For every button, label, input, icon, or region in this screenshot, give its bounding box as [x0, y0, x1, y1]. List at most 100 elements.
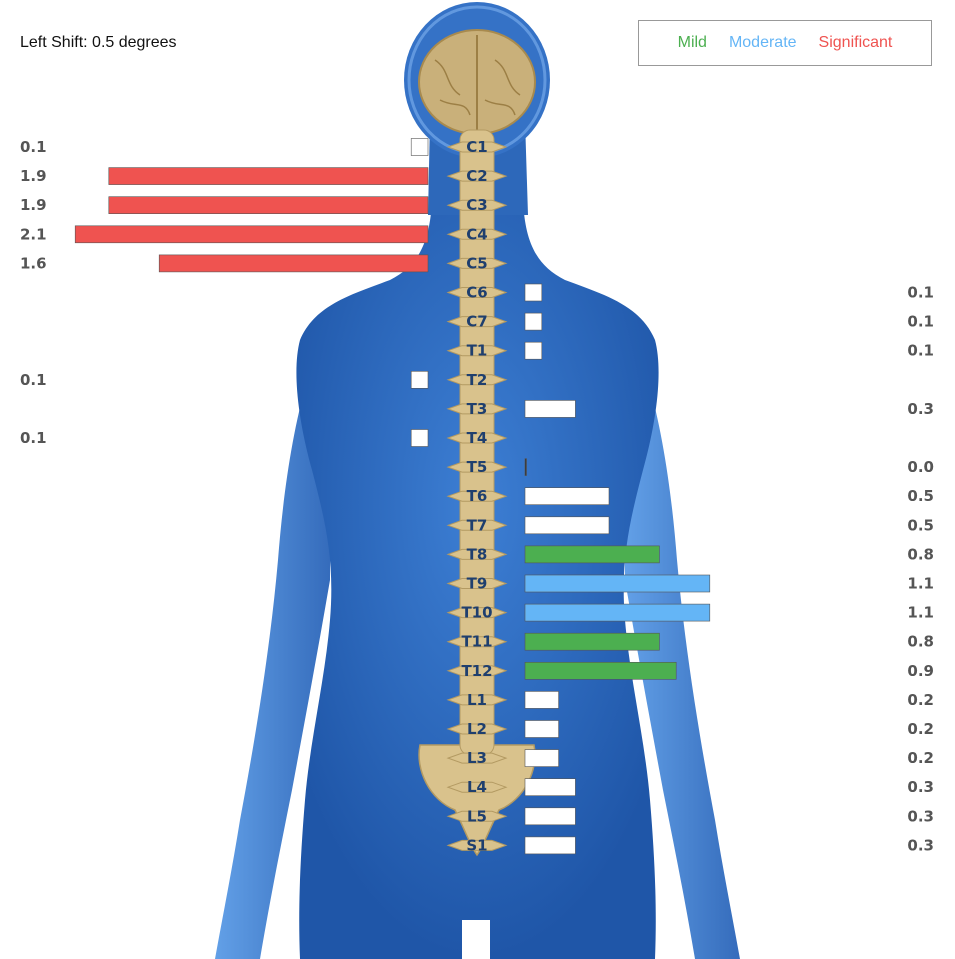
- bar-left-c1: [410, 138, 429, 156]
- bar-right-t11: [524, 632, 660, 651]
- vertebra-s1: [446, 839, 508, 851]
- value-label-right-s1: 0.3: [907, 836, 934, 854]
- value-label-left-c3: 1.9: [20, 196, 47, 214]
- left-arm: [215, 320, 330, 959]
- bar-left-c5: [158, 254, 429, 273]
- vertebrae-processes: [446, 141, 508, 851]
- value-label-right-t7: 0.5: [907, 516, 934, 534]
- right-bars: [524, 283, 711, 855]
- legend-item-mild: Mild: [677, 34, 707, 51]
- value-label-right-t11: 0.8: [907, 633, 934, 651]
- value-label-right-t10: 1.1: [907, 604, 934, 622]
- value-label-left-c4: 2.1: [20, 225, 47, 243]
- legend-item-moderate: Moderate: [728, 34, 797, 51]
- vertebra-label-c7: C7: [466, 313, 487, 331]
- bar-left-t4: [410, 429, 429, 447]
- vertebra-labels: C1C2C3C4C5C6C7T1T2T3T4T5T6T7T8T9T10T11T1…: [461, 138, 492, 854]
- value-label-right-l3: 0.2: [907, 749, 934, 767]
- bar-right-s1: [524, 836, 576, 855]
- value-label-left-c1: 0.1: [20, 138, 47, 156]
- bar-right-l2: [524, 720, 559, 738]
- value-label-right-t6: 0.5: [907, 487, 934, 505]
- vertebra-label-t9: T9: [467, 575, 488, 593]
- bottom-marker: [462, 920, 490, 959]
- bar-right-l5: [524, 807, 576, 826]
- vertebra-c2: [446, 170, 508, 182]
- value-label-right-l4: 0.3: [907, 778, 934, 796]
- vertebra-label-c3: C3: [466, 196, 487, 214]
- vertebra-t5: [446, 461, 508, 473]
- vertebra-t9: [446, 578, 508, 589]
- bar-left-c2: [108, 167, 429, 185]
- bar-right-c7: [524, 312, 543, 331]
- vertebra-label-s1: S1: [466, 836, 487, 854]
- bar-right-t1: [524, 341, 543, 360]
- vertebra-label-l3: L3: [467, 749, 487, 767]
- vertebra-c3: [446, 199, 508, 211]
- vertebra-t4: [446, 432, 508, 444]
- vertebra-c4: [446, 228, 508, 240]
- vertebra-label-c6: C6: [466, 284, 487, 302]
- vertebra-t1: [446, 345, 508, 357]
- bar-right-t7: [524, 516, 610, 535]
- vertebra-t2: [446, 374, 508, 386]
- vertebra-label-l1: L1: [467, 691, 487, 709]
- vertebra-t3: [446, 403, 508, 415]
- vertebra-label-t12: T12: [461, 662, 492, 680]
- value-label-right-c6: 0.1: [907, 284, 934, 302]
- vertebra-label-c1: C1: [466, 138, 487, 156]
- vertebra-label-t11: T11: [461, 633, 492, 651]
- value-label-left-t2: 0.1: [20, 371, 47, 389]
- vertebra-t7: [446, 519, 508, 531]
- bar-right-t12: [524, 661, 677, 680]
- vertebra-c1: [446, 141, 508, 153]
- vertebra-label-t4: T4: [467, 429, 488, 447]
- right-arm: [625, 320, 740, 959]
- bar-left-c4: [74, 225, 429, 244]
- vertebra-label-c2: C2: [466, 167, 487, 185]
- vertebra-c7: [446, 316, 508, 328]
- value-label-right-l2: 0.2: [907, 720, 934, 738]
- vertebra-label-t6: T6: [467, 487, 488, 505]
- vertebra-label-l2: L2: [467, 720, 487, 738]
- vertebra-label-t3: T3: [467, 400, 488, 418]
- vertebra-l5: [446, 810, 508, 822]
- value-label-right-c7: 0.1: [907, 313, 934, 331]
- bar-right-t6: [524, 487, 610, 506]
- legend-item-significant: Significant: [818, 34, 893, 51]
- value-label-left-c2: 1.9: [20, 167, 47, 185]
- bar-right-c6: [524, 283, 543, 302]
- shift-label: Left Shift: 0.5 degrees: [20, 34, 177, 51]
- vertebra-label-l5: L5: [467, 807, 487, 825]
- vertebra-l2: [446, 723, 508, 735]
- vertebra-c6: [446, 287, 508, 298]
- vertebra-l1: [446, 694, 508, 706]
- value-label-right-l1: 0.2: [907, 691, 934, 709]
- vertebra-label-t1: T1: [467, 342, 488, 360]
- bar-right-t10: [524, 603, 711, 622]
- vertebra-t6: [446, 490, 508, 502]
- left-bars: [74, 138, 429, 447]
- value-label-left-c5: 1.6: [20, 254, 47, 272]
- value-label-right-t1: 0.1: [907, 342, 934, 360]
- value-label-right-t8: 0.8: [907, 545, 934, 563]
- bar-right-l3: [524, 749, 559, 767]
- vertebra-t11: [446, 636, 508, 648]
- vertebra-label-c4: C4: [466, 225, 487, 243]
- bar-right-t9: [524, 574, 711, 593]
- vertebra-t8: [446, 548, 508, 560]
- vertebra-label-t5: T5: [467, 458, 488, 476]
- bar-right-t8: [524, 545, 660, 564]
- vertebra-t10: [446, 607, 508, 619]
- bar-right-l4: [524, 778, 576, 797]
- value-label-right-t3: 0.3: [907, 400, 934, 418]
- vertebra-t12: [446, 665, 508, 677]
- vertebra-label-t7: T7: [467, 516, 488, 534]
- bar-right-l1: [524, 691, 559, 709]
- vertebra-label-t2: T2: [467, 371, 488, 389]
- value-label-right-t12: 0.9: [907, 662, 934, 680]
- vertebra-label-t10: T10: [461, 604, 492, 622]
- legend: Mild Moderate Significant: [638, 20, 932, 66]
